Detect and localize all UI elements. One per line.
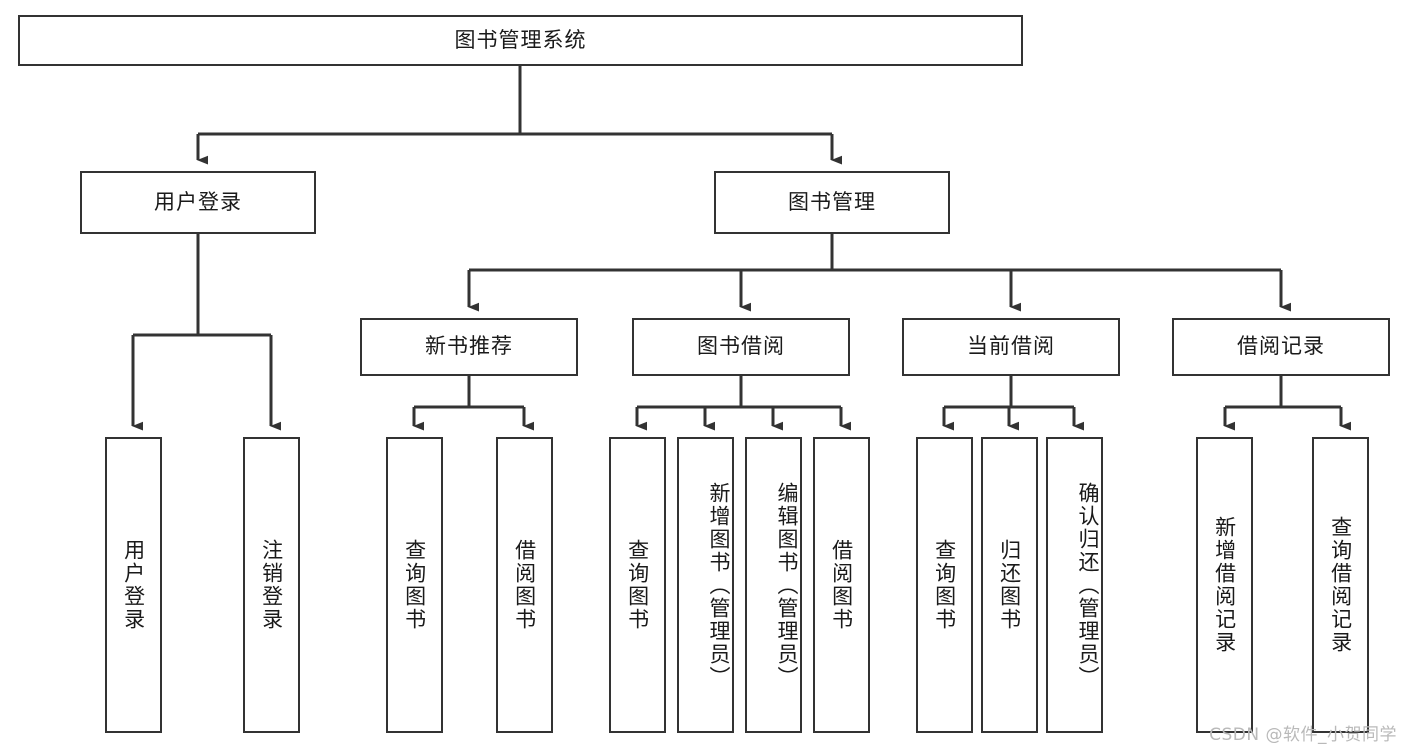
node-label: 借阅记录	[1237, 334, 1325, 359]
leaf-current-borrow-confirm[interactable]: 确认归还（管理员）	[1046, 437, 1103, 733]
node-label: 新增借阅记录	[1212, 516, 1237, 654]
node-label: 借阅图书	[512, 539, 537, 631]
node-label: 用户登录	[121, 539, 146, 631]
node-label: 确认归还（管理员）	[1076, 481, 1100, 689]
node-label: 借阅图书	[829, 539, 854, 631]
node-user-login[interactable]: 用户登录	[80, 171, 316, 234]
leaf-current-borrow-return[interactable]: 归还图书	[981, 437, 1038, 733]
leaf-book-borrow-borrow[interactable]: 借阅图书	[813, 437, 870, 733]
node-label: 查询图书	[402, 539, 427, 631]
node-book-borrow[interactable]: 图书借阅	[632, 318, 850, 376]
node-root-system[interactable]: 图书管理系统	[18, 15, 1023, 66]
leaf-borrow-record-query[interactable]: 查询借阅记录	[1312, 437, 1369, 733]
leaf-user-login-logout[interactable]: 注销登录	[243, 437, 300, 733]
leaf-book-borrow-add[interactable]: 新增图书（管理员）	[677, 437, 734, 733]
node-label: 图书借阅	[697, 334, 785, 359]
node-label: 新增图书（管理员）	[707, 481, 731, 689]
node-label: 用户登录	[154, 189, 242, 214]
node-label: 查询借阅记录	[1328, 516, 1353, 654]
node-label: 编辑图书（管理员）	[775, 481, 799, 689]
node-label: 查询图书	[625, 539, 650, 631]
leaf-book-borrow-query[interactable]: 查询图书	[609, 437, 666, 733]
node-label: 新书推荐	[425, 334, 513, 359]
leaf-current-borrow-query[interactable]: 查询图书	[916, 437, 973, 733]
node-label: 注销登录	[259, 539, 284, 631]
node-label: 查询图书	[932, 539, 957, 631]
node-label: 图书管理	[788, 189, 876, 214]
leaf-user-login-login[interactable]: 用户登录	[105, 437, 162, 733]
leaf-borrow-record-add[interactable]: 新增借阅记录	[1196, 437, 1253, 733]
node-label: 当前借阅	[967, 334, 1055, 359]
node-book-management[interactable]: 图书管理	[714, 171, 950, 234]
node-borrow-record[interactable]: 借阅记录	[1172, 318, 1390, 376]
node-new-book-recommend[interactable]: 新书推荐	[360, 318, 578, 376]
leaf-new-book-query[interactable]: 查询图书	[386, 437, 443, 733]
node-label: 归还图书	[997, 539, 1022, 631]
leaf-book-borrow-edit[interactable]: 编辑图书（管理员）	[745, 437, 802, 733]
node-label: 图书管理系统	[454, 27, 587, 52]
node-current-borrow[interactable]: 当前借阅	[902, 318, 1120, 376]
leaf-new-book-borrow[interactable]: 借阅图书	[496, 437, 553, 733]
watermark-text: CSDN @软件_小贺同学	[1209, 725, 1397, 745]
